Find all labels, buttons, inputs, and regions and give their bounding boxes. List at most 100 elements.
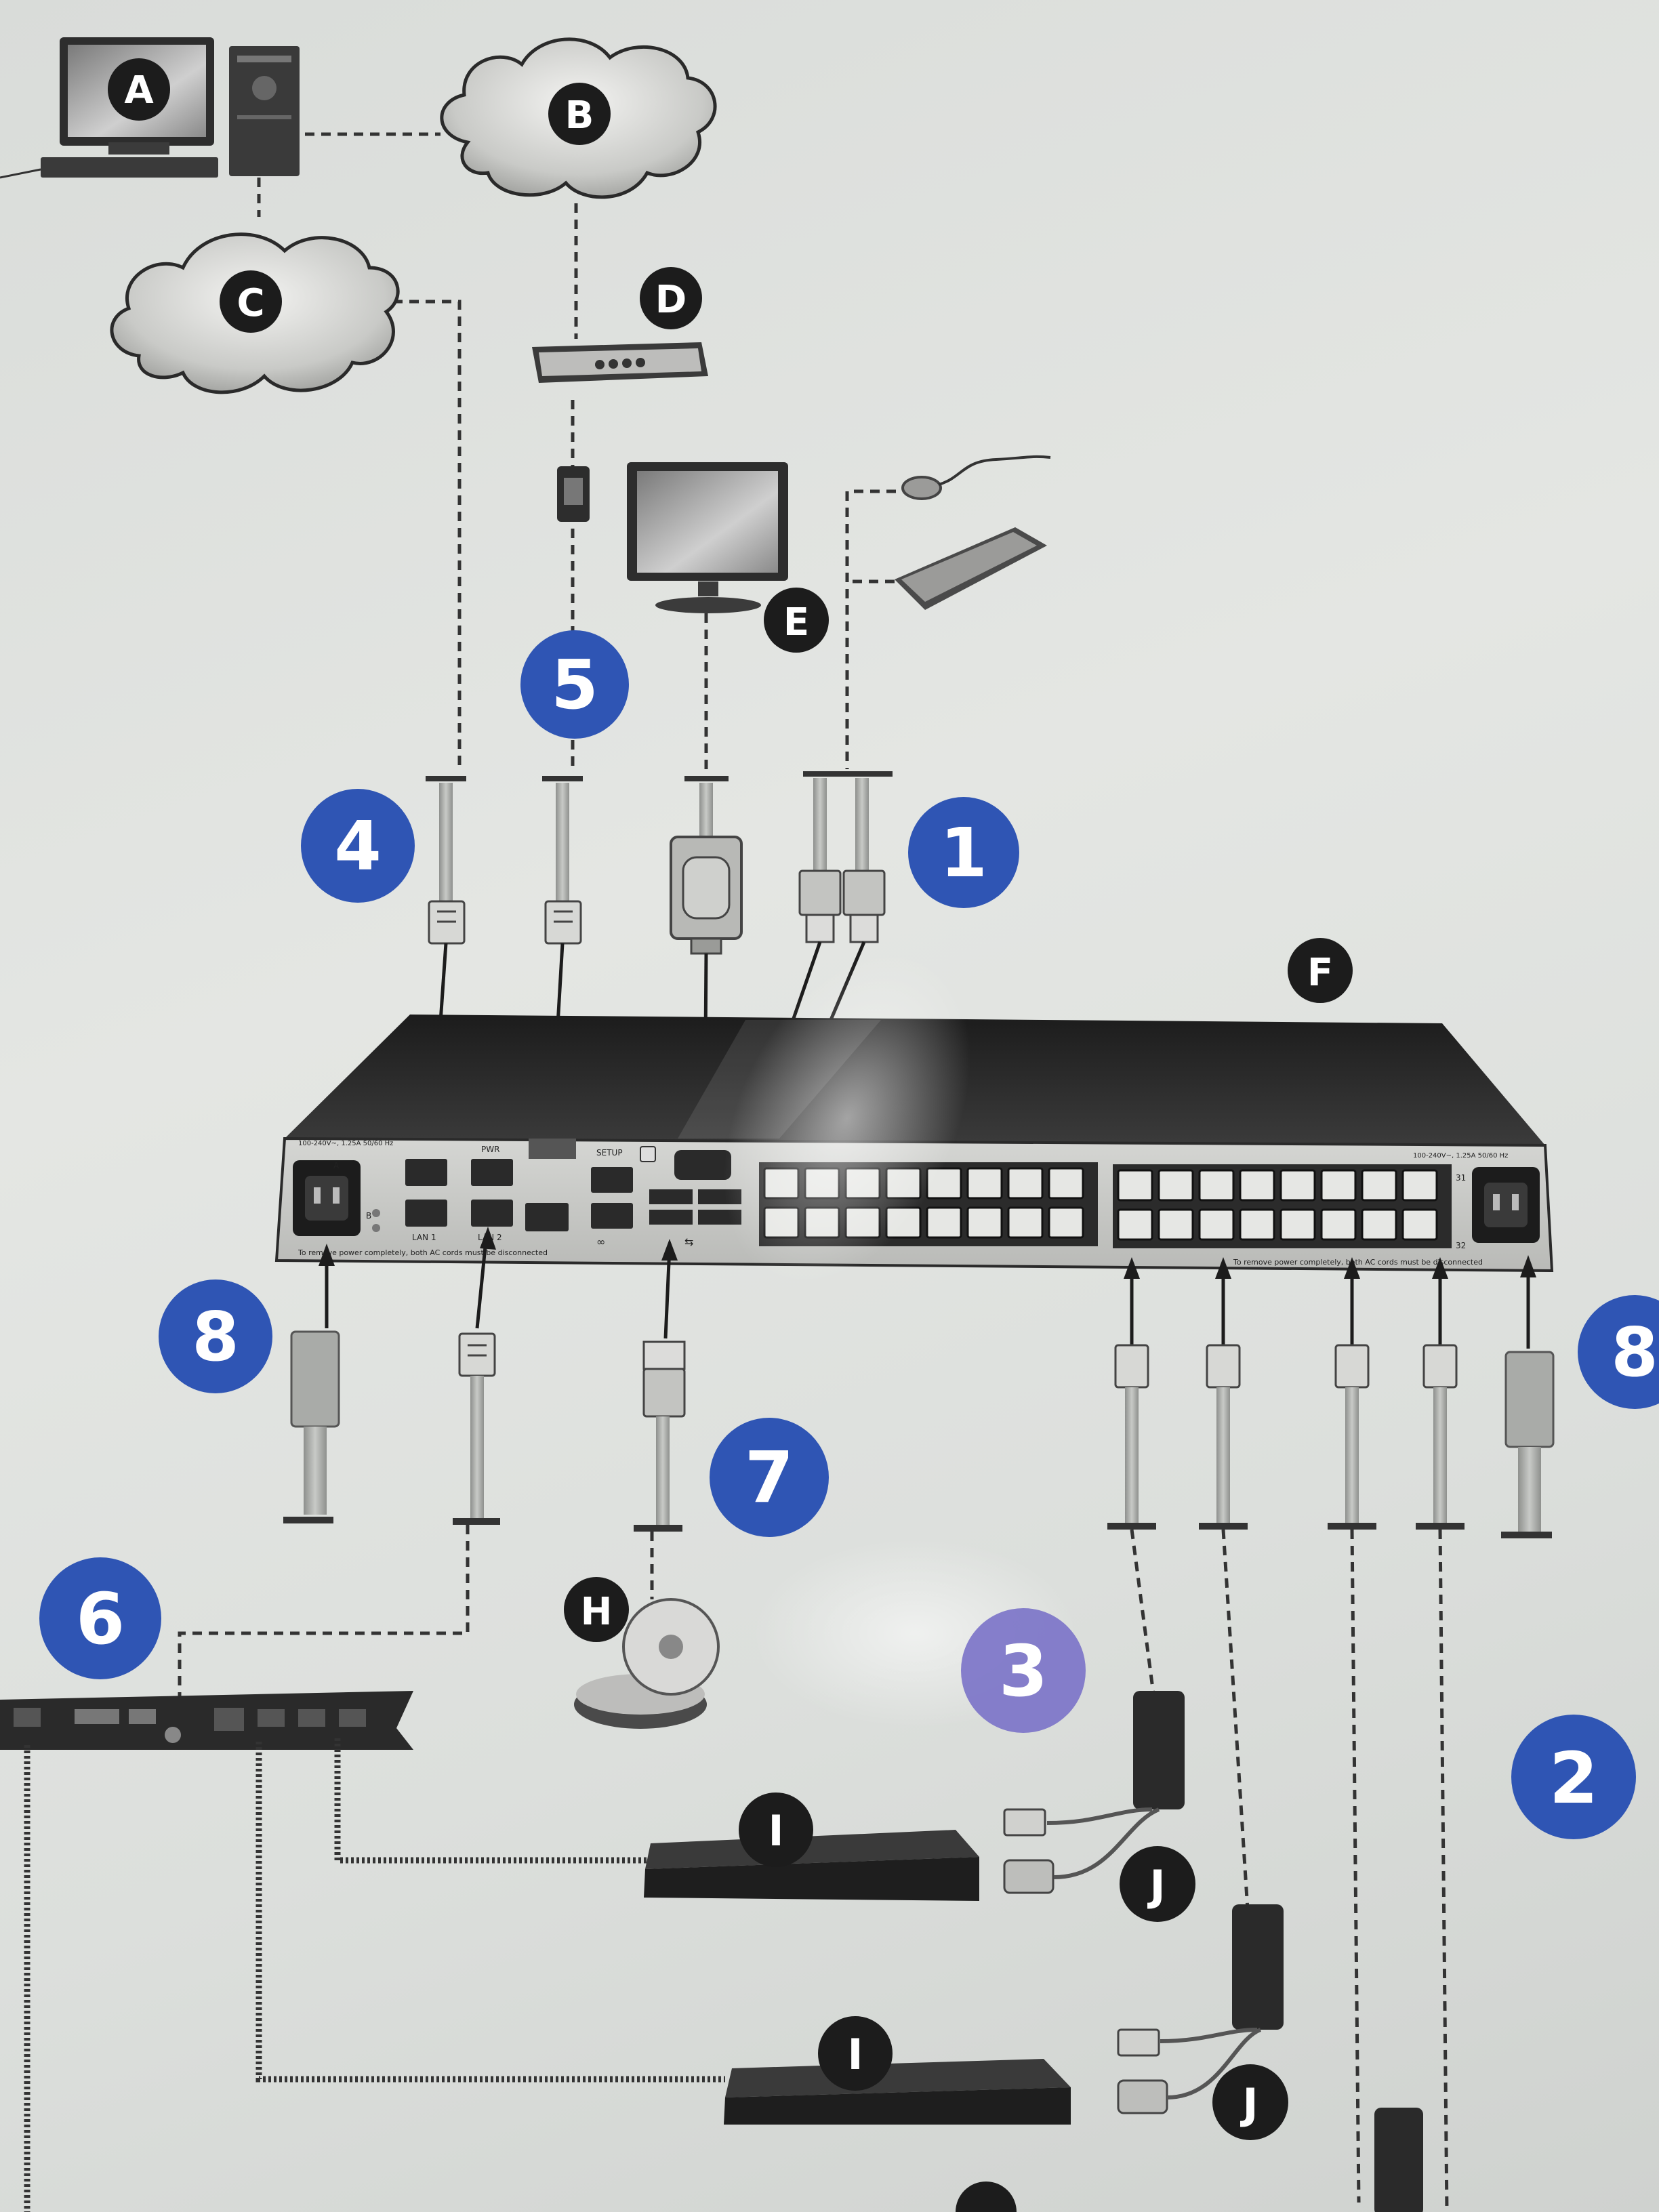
cable-end [1416, 1523, 1465, 1530]
server-i-1: I [644, 1793, 979, 1901]
svg-text:2: 2 [1549, 1737, 1598, 1820]
target-port[interactable] [1117, 1208, 1153, 1241]
target-port[interactable] [1007, 1206, 1044, 1239]
dashed-link [1130, 1529, 1161, 1736]
badge-7: 7 [710, 1418, 829, 1537]
badge-b-label: B [565, 94, 594, 138]
target-port[interactable] [1239, 1208, 1275, 1241]
badge-i-2-label: I [847, 2030, 863, 2079]
row-32-label: 32 [1456, 1241, 1466, 1250]
arrow-icon [1215, 1257, 1231, 1279]
dongle-j-2: J [1117, 1904, 1288, 2140]
svg-text:5: 5 [551, 645, 598, 724]
row-31-label: 31 [1456, 1173, 1466, 1183]
target-port[interactable] [1279, 1208, 1316, 1241]
badge-8-left: 8 [159, 1279, 272, 1393]
target-port[interactable] [966, 1206, 1003, 1239]
cable-end [1328, 1523, 1376, 1530]
dongle-icon [1133, 1691, 1185, 1809]
target-port[interactable] [1117, 1169, 1153, 1202]
port-a-label: A [333, 1161, 340, 1170]
svg-text:4: 4 [334, 806, 382, 886]
setup-port-b[interactable] [591, 1203, 633, 1229]
target-cables-right [1107, 1257, 1465, 2212]
usb-port-1[interactable] [649, 1189, 693, 1204]
server-links [24, 1738, 725, 2212]
target-port[interactable] [1198, 1208, 1235, 1241]
number-badges: 4 5 1 8 8 7 6 3 [39, 630, 1659, 1839]
target-port-bank-right [1113, 1164, 1452, 1248]
target-port[interactable] [1320, 1169, 1357, 1202]
badge-4: 4 [301, 789, 415, 903]
dongle-j-1: J [1003, 1691, 1195, 1922]
usb-plug-icon [842, 869, 886, 916]
dashed-link [1221, 1529, 1252, 1952]
mouse-icon [901, 476, 942, 500]
setup-label: SETUP [596, 1148, 623, 1158]
power-cord-right [1501, 1255, 1555, 1538]
rj45-plug-icon [1334, 1344, 1370, 1389]
badge-3: 3 [961, 1608, 1086, 1733]
badge-1: 1 [908, 797, 1019, 908]
appliance-icon [0, 1691, 413, 1750]
target-port[interactable] [926, 1206, 962, 1239]
lan-1-port-b[interactable] [405, 1200, 447, 1227]
cat-cable [1345, 1387, 1359, 1523]
workstation-a [0, 37, 300, 179]
vga-port[interactable] [674, 1150, 731, 1180]
cat-cable [1216, 1387, 1230, 1523]
usb-icon: ⇆ [684, 1235, 693, 1248]
setup-port[interactable] [591, 1167, 633, 1193]
target-port[interactable] [1048, 1206, 1084, 1239]
target-port[interactable] [1198, 1169, 1235, 1202]
badge-d-label: D [655, 278, 687, 322]
usb-plug-icon [642, 1340, 686, 1370]
badge-2: 2 [1511, 1715, 1636, 1839]
target-port[interactable] [1320, 1208, 1357, 1241]
dongle-3 [1374, 2108, 1423, 2212]
keyboard-icon [41, 157, 218, 178]
port-grid-right [1117, 1169, 1438, 1241]
power-spec-left: 100-240V~, 1.25A 50/60 Hz [298, 1140, 393, 1147]
dashed-link [1350, 1529, 1361, 2203]
badge-6: 6 [39, 1557, 161, 1679]
target-port[interactable] [1401, 1169, 1438, 1202]
svg-text:8: 8 [1611, 1313, 1658, 1392]
target-port[interactable] [1401, 1208, 1438, 1241]
target-port[interactable] [1007, 1167, 1044, 1200]
lan-1-port[interactable] [405, 1159, 447, 1186]
target-port[interactable] [1158, 1208, 1194, 1241]
lan-2-port-b[interactable] [471, 1200, 513, 1227]
rj45-plug-icon [1422, 1344, 1458, 1389]
lan-1-label: LAN 1 [412, 1233, 436, 1242]
badge-h-label: H [581, 1590, 613, 1634]
badge-c-label: C [237, 281, 264, 325]
warning-left: To remove power completely, both AC cord… [298, 1248, 548, 1257]
target-port[interactable] [1279, 1169, 1316, 1202]
cd-drive-h: H [564, 1577, 720, 1729]
badge-a-label: A [124, 68, 154, 112]
serial-port[interactable] [525, 1203, 569, 1231]
target-port[interactable] [1048, 1167, 1084, 1200]
svg-text:1: 1 [940, 813, 987, 893]
modem-d: D [532, 267, 708, 522]
badge-i-1-label: I [768, 1806, 783, 1856]
badge-j-1-label: J [1147, 1861, 1165, 1910]
target-port[interactable] [1361, 1169, 1397, 1202]
cable-end [1107, 1523, 1156, 1530]
target-port[interactable] [1239, 1169, 1275, 1202]
target-port[interactable] [1361, 1208, 1397, 1241]
badge-8-right: 8 [1578, 1295, 1659, 1409]
arrow-icon [1124, 1257, 1140, 1279]
badge-a: A [108, 58, 170, 121]
dongle-icon [1232, 1904, 1284, 2030]
cat-cable [1125, 1387, 1139, 1523]
target-port[interactable] [1158, 1169, 1194, 1202]
pwr-label: PWR [481, 1145, 499, 1154]
lan-2-port[interactable] [471, 1159, 513, 1186]
svg-text:∞: ∞ [596, 1235, 605, 1248]
port-b-label: B [366, 1211, 371, 1221]
target-port[interactable] [966, 1167, 1003, 1200]
svg-text:3: 3 [999, 1630, 1048, 1713]
usb-port-2[interactable] [649, 1210, 693, 1225]
